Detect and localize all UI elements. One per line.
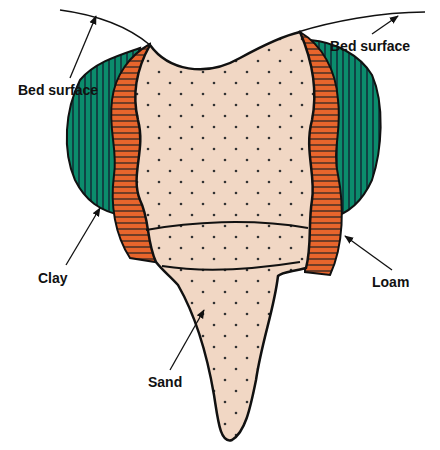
callout-label: Bed surface xyxy=(18,82,98,98)
callout-label: Loam xyxy=(372,274,409,290)
callout-label: Bed surface xyxy=(330,38,410,54)
callout-label: Sand xyxy=(148,374,182,390)
callout-label: Clay xyxy=(38,270,68,286)
